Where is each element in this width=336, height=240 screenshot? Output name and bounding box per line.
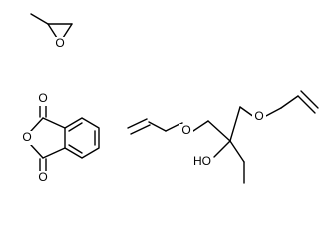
left-allyl-bond-1 [148, 121, 167, 132]
epoxide-oxygen-label: O [55, 36, 64, 50]
hydroxyl-label-bg [192, 155, 212, 169]
left-allyl-double-bond-a [127, 118, 148, 129]
hydroxyl-label: HO [193, 154, 211, 168]
anhydride-top-oxygen-bg [36, 92, 50, 106]
left-allyl-double-bond-b [130, 124, 151, 135]
core-right-bond [229, 106, 241, 142]
anhydride-bottom-oxygen-label: O [38, 170, 47, 184]
core-left-bond [207, 120, 231, 142]
epoxide-co-right-bond [62, 23, 73, 39]
anhydride-bottom-carbon-bond [42, 147, 66, 159]
left-ether-oxygen-label: O [181, 123, 190, 137]
benzene-inner-double-bond-3 [68, 144, 83, 154]
anhydride-top-oxygen-label: O [38, 91, 47, 105]
anhydride-ring-oxygen-bg [20, 131, 34, 145]
left-ether-oxygen-bg [179, 124, 193, 138]
anhydride-top-carbon-bond [42, 117, 66, 129]
allyl-ether-alcohol-structure: O O HO [127, 90, 319, 184]
right-ether-oxygen-label: O [254, 109, 263, 123]
chemical-structures-svg: O O O O [20, 13, 319, 185]
benzene-inner-double-bond-1 [68, 122, 83, 132]
right-allyl-bond-1 [263, 107, 282, 118]
phthalic-anhydride-structure: O O O [20, 91, 100, 185]
left-ether-carbon-bond [192, 120, 209, 132]
anhydride-bottom-oxygen-bg [36, 171, 50, 185]
methyl-bond [30, 13, 49, 25]
right-ether-oxygen-bg [252, 110, 266, 124]
hydroxymethyl-bond [213, 140, 231, 158]
chemical-structure-canvas: O O O O [20, 13, 319, 185]
ethyl-bond-1 [229, 140, 245, 163]
methyloxirane-structure: O [30, 13, 73, 51]
epoxide-co-left-bond [47, 23, 58, 39]
right-ether-carbon-bond [239, 106, 255, 118]
anhydride-bottom-oxygen-bond [30, 144, 44, 159]
anhydride-top-oxygen-bond [30, 117, 44, 132]
epoxide-oxygen-bg [53, 37, 67, 51]
right-allyl-double-bond-a [297, 95, 316, 114]
right-allyl-bond-2 [280, 95, 299, 109]
anhydride-ring-oxygen-label: O [22, 130, 31, 144]
right-allyl-double-bond-b [300, 90, 319, 109]
benzene-ring-bonds [64, 117, 100, 159]
